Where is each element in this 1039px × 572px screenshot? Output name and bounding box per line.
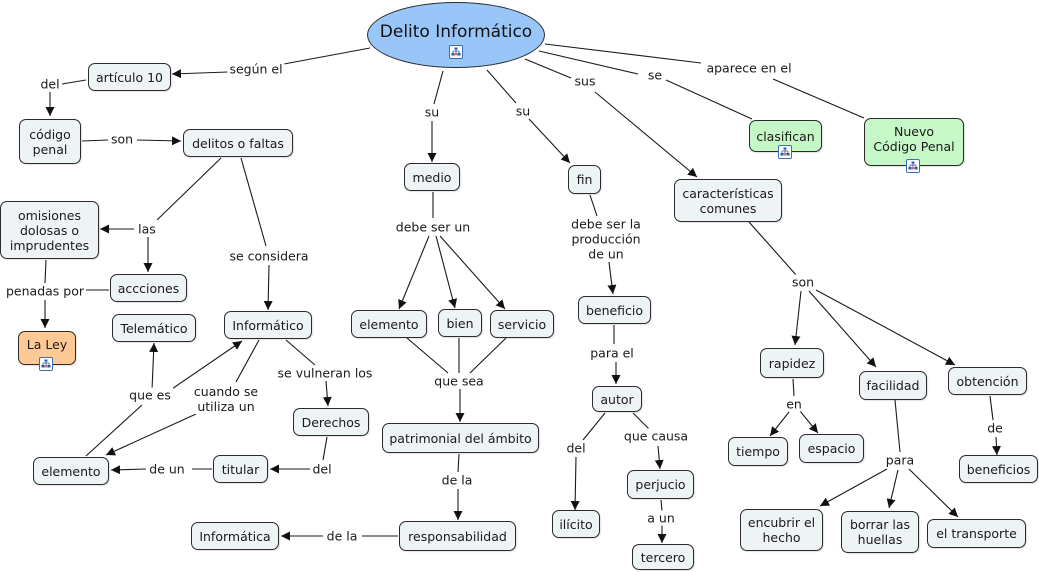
link-cuando-se-utiliza-un[interactable]: cuando se utiliza un [191, 384, 261, 414]
link-penadas-por[interactable]: penadas por [3, 283, 87, 299]
concept-obtencion[interactable]: obtención [948, 367, 1027, 395]
concept-el-transporte[interactable]: el transporte [927, 519, 1026, 548]
link-de-la-responsabilidad[interactable]: de la [439, 472, 475, 488]
concept-tercero[interactable]: tercero [632, 544, 694, 570]
link-se[interactable]: se [645, 67, 665, 83]
link-de-un[interactable]: de un [147, 461, 187, 477]
concept-clasifican[interactable]: clasifican [749, 120, 822, 152]
concept-delitos-o-faltas[interactable]: delitos o faltas [183, 129, 293, 157]
root-concept-label: Delito Informático [379, 22, 533, 42]
link-se-vulneran-los[interactable]: se vulneran los [275, 365, 375, 381]
concept-responsabilidad[interactable]: responsabilidad [399, 521, 516, 551]
concept-rapidez[interactable]: rapidez [760, 348, 824, 378]
link-que-es[interactable]: que es [127, 387, 173, 403]
link-que-causa[interactable]: que causa [621, 428, 691, 444]
concept-beneficios[interactable]: beneficios [959, 455, 1038, 483]
link-del-derechos[interactable]: del [310, 461, 334, 477]
link-son[interactable]: son [108, 131, 136, 147]
concept-perjucio[interactable]: perjucio [627, 470, 694, 499]
link-aparece-en-el[interactable]: aparece en el [704, 60, 794, 76]
link-a-un[interactable]: a un [645, 510, 677, 526]
concept-informatica[interactable]: Informática [191, 522, 279, 550]
link-debe-ser-un[interactable]: debe ser un [393, 219, 473, 235]
link-sus[interactable]: sus [572, 73, 598, 89]
submap-icon[interactable] [778, 145, 792, 159]
link-se-considera[interactable]: se considera [227, 248, 311, 264]
link-segun-el[interactable]: según el [227, 61, 285, 77]
link-del-ilicito[interactable]: del [564, 440, 588, 456]
concept-autor[interactable]: autor [592, 386, 642, 412]
link-que-sea[interactable]: que sea [432, 373, 486, 389]
link-de-la-informatica[interactable]: de la [324, 528, 360, 544]
concept-espacio[interactable]: espacio [799, 434, 864, 463]
link-su-fin[interactable]: su [513, 103, 533, 119]
link-su-medio[interactable]: su [422, 104, 442, 120]
concept-acciones[interactable]: accciones [110, 274, 187, 302]
concept-servicio[interactable]: servicio [490, 310, 554, 338]
concept-derechos[interactable]: Derechos [293, 408, 369, 436]
submap-icon[interactable] [39, 357, 53, 371]
concept-omisiones[interactable]: omisiones dolosas o imprudentes [0, 201, 99, 259]
concept-bien[interactable]: bien [438, 309, 482, 337]
concept-ilicito[interactable]: ilícito [552, 510, 600, 538]
concept-encubrir-el-hecho[interactable]: encubrir el hecho [740, 509, 823, 551]
concept-titular[interactable]: titular [213, 455, 268, 483]
link-para[interactable]: para [883, 452, 917, 468]
root-concept-delito-informatico[interactable]: Delito Informático [367, 2, 545, 68]
concept-articulo-10[interactable]: artículo 10 [88, 63, 171, 91]
concept-fin[interactable]: fin [568, 165, 601, 194]
link-debe-ser-la-produccion[interactable]: debe ser la producción de un [569, 216, 643, 262]
link-son-caracteristicas[interactable]: son [789, 274, 817, 290]
concept-elemento-left[interactable]: elemento [33, 457, 109, 485]
concept-patrimonial[interactable]: patrimonial del ámbito [382, 423, 539, 453]
concept-codigo-penal[interactable]: código penal [19, 119, 81, 164]
submap-icon[interactable] [906, 159, 920, 173]
concept-caracteristicas-comunes[interactable]: características comunes [674, 179, 782, 222]
concept-tiempo[interactable]: tiempo [728, 437, 788, 466]
link-para-el[interactable]: para el [588, 345, 636, 361]
concept-facilidad[interactable]: facilidad [859, 371, 927, 400]
link-las[interactable]: las [136, 221, 158, 237]
link-del[interactable]: del [38, 76, 62, 92]
concept-borrar-las-huellas[interactable]: borrar las huellas [841, 511, 919, 553]
submap-icon[interactable] [449, 45, 463, 59]
concept-medio[interactable]: medio [404, 163, 460, 191]
link-en[interactable]: en [784, 396, 804, 412]
concept-elemento-mid[interactable]: elemento [351, 310, 427, 338]
concept-beneficio[interactable]: beneficio [578, 296, 651, 324]
concept-telematico[interactable]: Telemático [112, 314, 196, 342]
link-de[interactable]: de [985, 420, 1005, 436]
concept-informatico[interactable]: Informático [224, 311, 312, 339]
